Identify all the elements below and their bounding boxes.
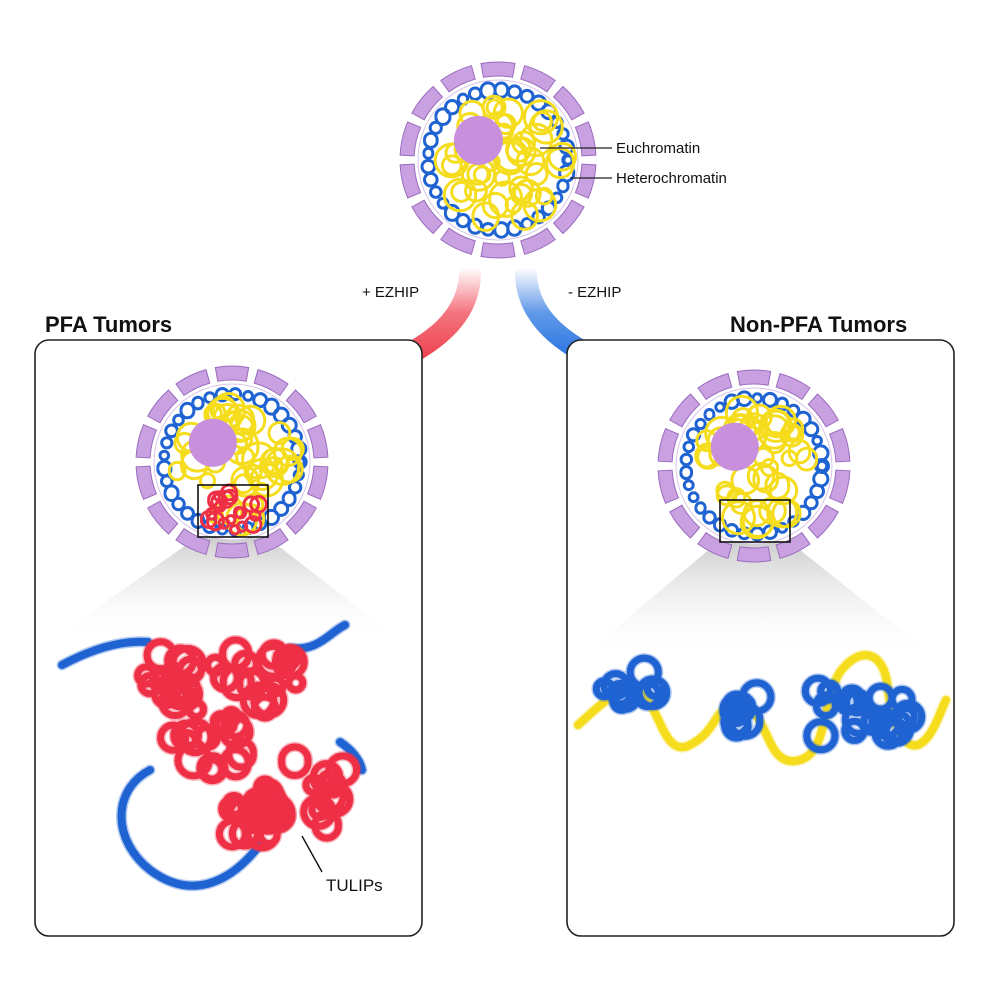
membrane-segment: [175, 527, 211, 556]
nucleolus: [710, 422, 759, 471]
heterochromatin-loop: [860, 682, 926, 750]
heterochromatin-tail: [117, 766, 266, 890]
zoom-region-box: [197, 484, 269, 538]
tulips-label: TULIPs: [326, 876, 383, 895]
membrane-segment: [697, 531, 733, 560]
heterochromatin-tail: [336, 738, 366, 774]
membrane-segment: [175, 368, 211, 397]
membrane-segment: [669, 393, 701, 428]
membrane-segment: [807, 393, 839, 428]
membrane-segment: [306, 465, 329, 500]
membrane-segment: [657, 469, 680, 504]
membrane-segment: [411, 85, 444, 121]
minus-ezhip-label: - EZHIP: [568, 284, 621, 301]
membrane-segment: [285, 500, 317, 535]
membrane-segment: [253, 368, 289, 397]
tulip-loop: [215, 781, 296, 852]
membrane-segment: [214, 542, 250, 559]
non-pfa-zoom-cone: [578, 542, 938, 660]
membrane-segment: [285, 389, 317, 424]
non-pfa-nucleus: [657, 369, 851, 563]
membrane-segment: [135, 424, 158, 459]
membrane-segment: [828, 428, 851, 463]
euchromatin-label: Euchromatin: [616, 140, 700, 157]
euchromatin-strand: [433, 94, 578, 232]
zoom-region-box: [719, 499, 791, 543]
membrane-segment: [411, 199, 444, 235]
membrane-segment: [552, 85, 585, 121]
membrane-segment: [736, 546, 772, 563]
membrane-segment: [552, 199, 585, 235]
membrane-segment: [306, 424, 329, 459]
membrane-segment: [440, 65, 476, 93]
membrane-segment: [135, 465, 158, 500]
membrane-segment: [399, 163, 422, 199]
membrane-segment: [574, 163, 597, 199]
membrane-segment: [147, 389, 179, 424]
membrane-segment: [520, 227, 556, 255]
membrane-segment: [807, 504, 839, 539]
pfa-tumors-title: PFA Tumors: [45, 312, 172, 337]
membrane-segment: [399, 121, 422, 157]
membrane-segment: [480, 242, 516, 259]
membrane-segment: [253, 527, 289, 556]
plus-ezhip-label: + EZHIP: [362, 284, 419, 301]
pfa-zoom-cone: [52, 538, 400, 640]
membrane-segment: [736, 369, 772, 386]
membrane-segment: [574, 121, 597, 157]
heterochromatin-loop: [719, 679, 775, 742]
nucleolus: [188, 418, 237, 467]
membrane-segment: [214, 365, 250, 382]
membrane-segment: [697, 372, 733, 401]
membrane-segment: [520, 65, 556, 93]
membrane-segment: [775, 531, 811, 560]
non-pfa-tumors-title: Non-PFA Tumors: [730, 312, 907, 337]
membrane-segment: [147, 500, 179, 535]
membrane-segment: [440, 227, 476, 255]
membrane-segment: [669, 504, 701, 539]
membrane-segment: [828, 469, 851, 504]
tulips-leader-line: [301, 835, 323, 873]
pfa-nucleus: [135, 365, 329, 559]
heterochromatin-label: Heterochromatin: [616, 170, 727, 187]
heterochromatin-loop: [592, 654, 671, 714]
tulip-strand: [199, 483, 268, 536]
pfa-magnified-chromatin: [56, 619, 368, 892]
heterochromatin-tail: [58, 637, 152, 669]
nucleolus: [453, 115, 503, 165]
top-nucleus: [399, 61, 597, 259]
membrane-segment: [657, 428, 680, 463]
tulip-loop: [157, 698, 257, 785]
membrane-segment: [480, 61, 516, 78]
tulip-loop: [210, 636, 308, 722]
membrane-segment: [775, 372, 811, 401]
non-pfa-magnified-chromatin: [572, 649, 952, 767]
